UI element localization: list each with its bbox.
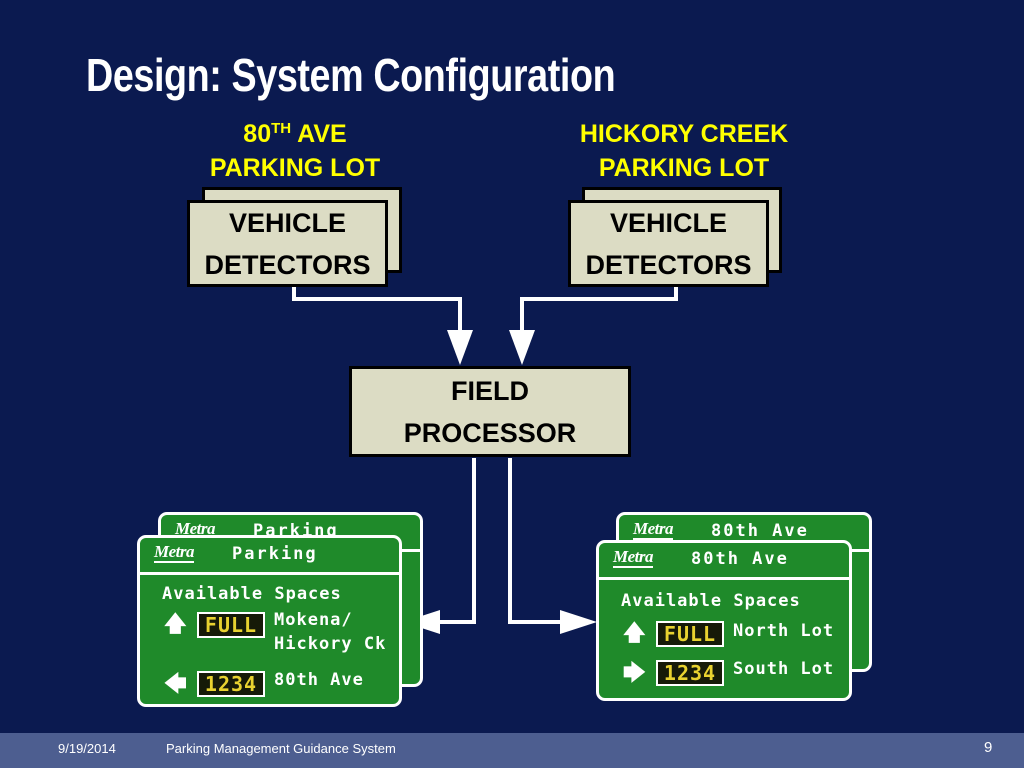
up-arrow-icon: 🡅 [164, 612, 187, 637]
wire-right-detector-to-processor [520, 286, 678, 330]
arrowhead-to-right-sign [560, 610, 597, 634]
sign-right-back-destination: 80th Ave [711, 521, 809, 541]
footer-date: 9/19/2014 [58, 741, 116, 756]
parking-sign-right: Metra 80th Ave Available Spaces 🡅 FULL N… [596, 540, 852, 701]
sign-right-row2-label: South Lot [733, 659, 835, 679]
parking-sign-left: Metra Parking Available Spaces 🡅 FULL Mo… [137, 535, 402, 707]
metra-logo-icon: Metra [154, 542, 195, 563]
lot-label-hickory-line2: PARKING LOT [598, 154, 770, 182]
sign-right-count-2: 1234 [656, 660, 724, 686]
lot-label-80th-line1: 80TH AVE [243, 120, 347, 148]
metra-logo-icon: Metra [633, 519, 674, 540]
left-arrow-icon: 🡄 [164, 672, 187, 697]
wire-left-detector-to-processor [292, 286, 462, 330]
right-arrow-icon: 🡆 [623, 661, 646, 686]
lot-label-80th-line2: PARKING LOT [209, 154, 381, 182]
lot-label-hickory-creek: HICKORY CREEK PARKING LOT [534, 117, 834, 185]
slide-footer: 9/19/2014 Parking Management Guidance Sy… [0, 733, 1024, 768]
arrowhead-left-down [447, 330, 473, 365]
field-processor-box: FIELD PROCESSOR [349, 366, 631, 457]
footer-presentation-name: Parking Management Guidance System [166, 741, 396, 756]
detector-right-line1: VEHICLE [609, 207, 728, 238]
page-number: 9 [984, 739, 993, 756]
detector-left-line2: DETECTORS [204, 249, 371, 280]
sign-left-available-label: Available Spaces [162, 584, 342, 604]
sign-right-count-1: FULL [656, 621, 724, 647]
wire-processor-to-right-sign [508, 458, 562, 624]
vehicle-detectors-box-right: VEHICLE DETECTORS [568, 200, 769, 287]
slide-title: Design: System Configuration [86, 49, 616, 101]
sign-right-row1-label: North Lot [733, 621, 835, 641]
detector-left-line1: VEHICLE [228, 207, 347, 238]
detector-right-line2: DETECTORS [585, 249, 752, 280]
sign-right-destination: 80th Ave [691, 549, 789, 569]
metra-logo-icon: Metra [613, 547, 654, 568]
lot-label-hickory-line1: HICKORY CREEK [579, 120, 789, 148]
sign-left-row2-label: 80th Ave [274, 670, 364, 690]
vehicle-detectors-box-left: VEHICLE DETECTORS [187, 200, 388, 287]
up-arrow-icon: 🡅 [623, 621, 646, 646]
sign-right-available-label: Available Spaces [621, 591, 801, 611]
wire-processor-to-left-sign [440, 458, 476, 624]
sign-left-count-2: 1234 [197, 671, 265, 697]
arrowhead-right-down [509, 330, 535, 365]
sign-left-row1-label: Mokena/ Hickory Ck [274, 610, 387, 654]
sign-left-destination: Parking [232, 544, 318, 564]
sign-left-count-1: FULL [197, 612, 265, 638]
processor-line1: FIELD [451, 375, 529, 406]
processor-line2: PROCESSOR [403, 417, 577, 448]
lot-label-80th-ave: 80TH AVE PARKING LOT [145, 117, 445, 185]
